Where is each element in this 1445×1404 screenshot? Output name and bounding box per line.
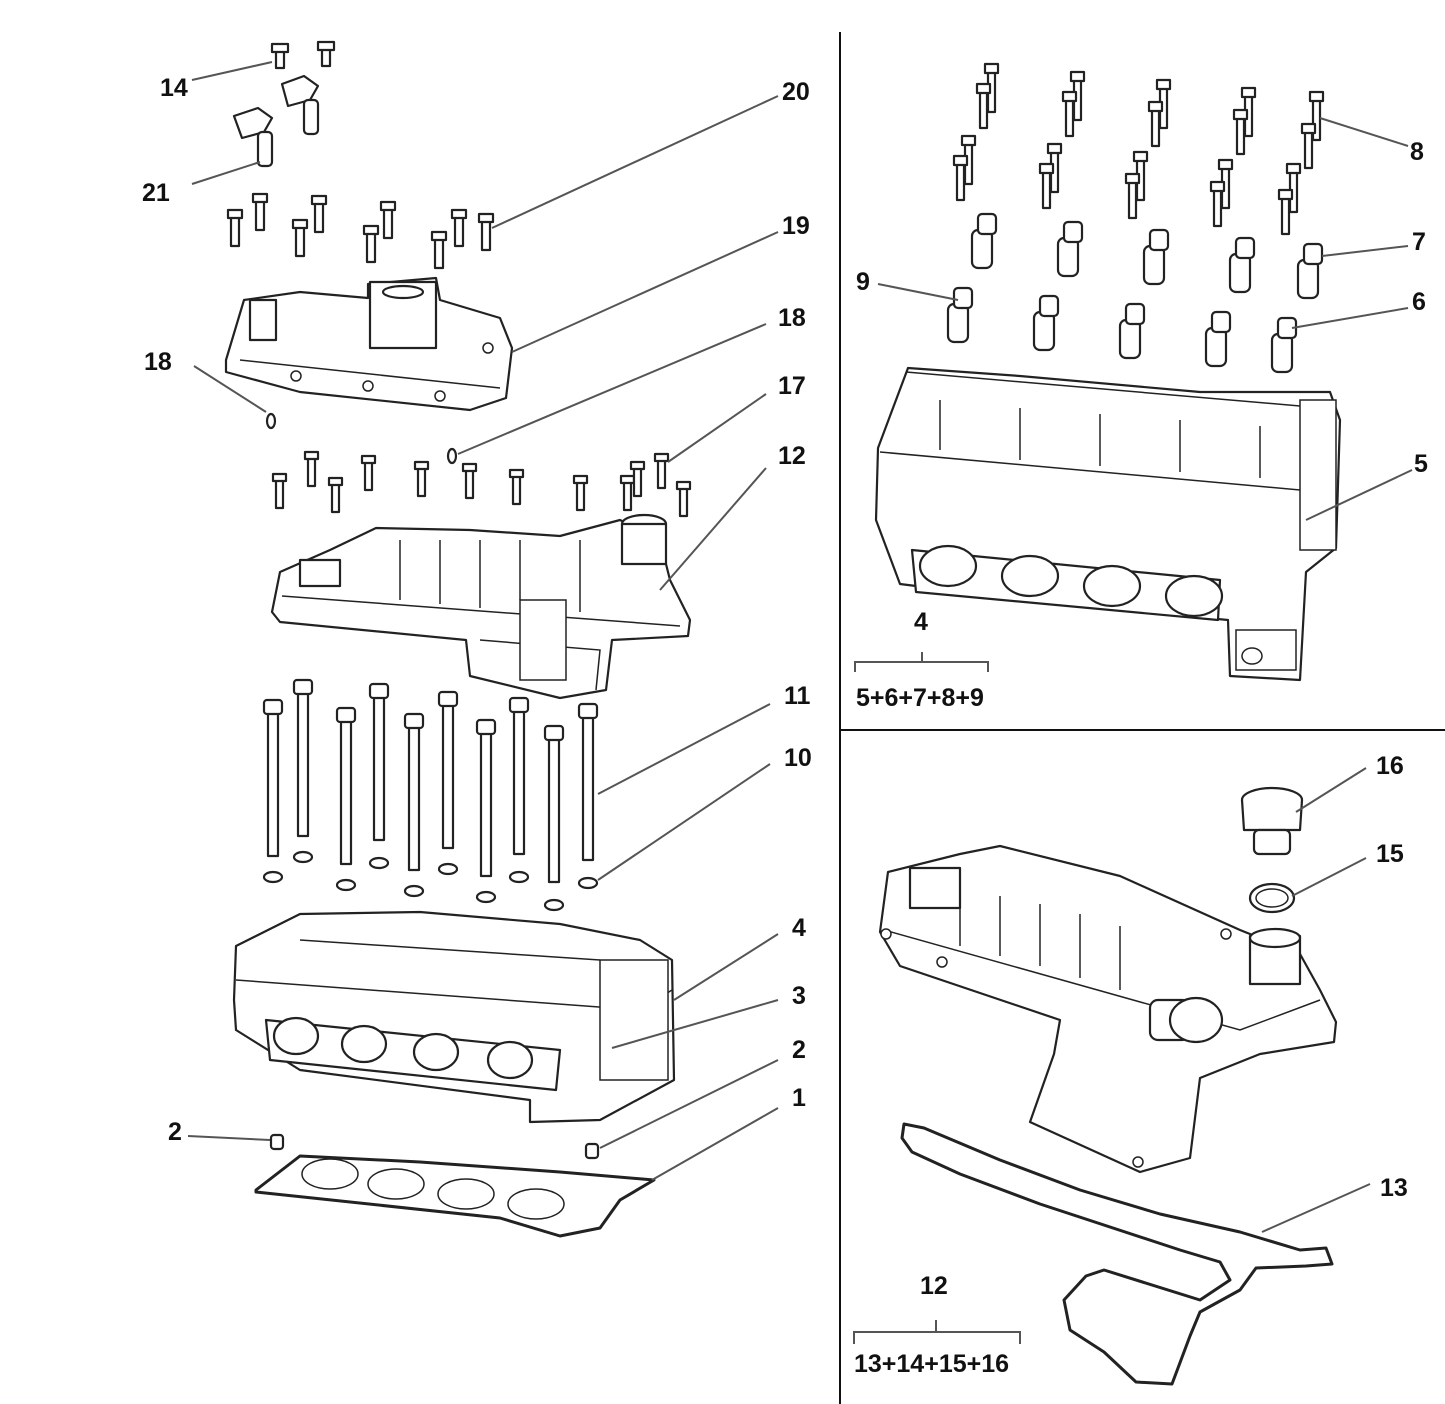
callout-9: 9: [856, 268, 870, 296]
kit-bracket-top: [854, 652, 989, 672]
seal-ring-inner: [1255, 888, 1289, 908]
callout-20: 20: [782, 78, 810, 106]
leader-17: [667, 393, 767, 463]
callout-1: 1: [792, 1084, 806, 1112]
leader-16: [1295, 767, 1367, 813]
leader-19: [511, 231, 779, 353]
kit-bracket-bottom: [853, 1320, 1021, 1344]
callout-21: 21: [142, 179, 170, 207]
callout-13: 13: [1380, 1174, 1408, 1202]
callout-18-right: 18: [778, 304, 806, 332]
callout-4: 4: [792, 914, 806, 942]
left-panel: 14 21 20 19 18 18 17 12 11 10 4 3 2 1 2: [142, 40, 812, 1238]
o-ring-left: [265, 412, 277, 430]
callout-14: 14: [160, 74, 188, 102]
leader-20: [491, 95, 779, 229]
leader-11: [597, 703, 771, 795]
callout-7: 7: [1412, 228, 1426, 256]
callout-12-detail: 12: [920, 1272, 948, 1300]
cam-bolts: [952, 62, 1325, 236]
bottom-right-panel: 16 15 13 12 13+14+15+16: [853, 752, 1408, 1386]
cover-gasket: [900, 1122, 1334, 1386]
leader-18b: [457, 323, 767, 455]
leader-5: [1305, 469, 1413, 521]
valve-cover: [270, 513, 692, 700]
leader-14: [191, 61, 273, 81]
callout-10: 10: [784, 744, 812, 772]
o-ring-right: [446, 447, 458, 465]
lifters-rear: [970, 212, 1324, 300]
callout-2-right: 2: [792, 1036, 806, 1064]
leader-4: [673, 933, 779, 1001]
callout-11: 11: [784, 682, 811, 710]
callout-17: 17: [778, 372, 806, 400]
leader-8: [1319, 117, 1409, 147]
valve-cover-detail: [878, 844, 1338, 1174]
upper-cover: [224, 276, 514, 412]
leader-2b: [599, 1059, 779, 1149]
leader-9: [877, 283, 959, 301]
kit-label-bottom: 13+14+15+16: [854, 1350, 1009, 1378]
callout-8: 8: [1410, 138, 1424, 166]
dowel-left: [269, 1133, 285, 1151]
leader-1: [651, 1107, 779, 1181]
cover-bolts-middle: [271, 450, 692, 518]
top-right-panel: 8 7 9 6 5 4 5+6+7+8+9: [854, 62, 1428, 712]
cylinder-head: [232, 910, 676, 1124]
callout-18-left: 18: [144, 348, 172, 376]
oil-filler-cap: [1240, 786, 1304, 856]
leader-7: [1321, 245, 1409, 257]
callout-5: 5: [1414, 450, 1428, 478]
head-gasket: [254, 1154, 656, 1238]
dowel-right: [584, 1142, 600, 1160]
leader-6: [1291, 307, 1409, 329]
callout-2-left: 2: [168, 1118, 182, 1146]
callout-12: 12: [778, 442, 806, 470]
leader-21: [191, 161, 261, 185]
sensor-bolts: [270, 40, 336, 70]
leader-15: [1291, 857, 1367, 897]
callout-4-detail: 4: [914, 608, 928, 636]
lifters-front: [946, 286, 1298, 374]
callout-6: 6: [1412, 288, 1426, 316]
washers: [262, 850, 599, 912]
cylinder-head-detail: [874, 366, 1342, 682]
leader-18a: [193, 365, 267, 413]
cover-bolts-upper: [226, 192, 495, 270]
kit-label-top: 5+6+7+8+9: [856, 684, 984, 712]
leader-12: [659, 467, 767, 591]
callout-19: 19: [782, 212, 810, 240]
head-bolts: [262, 678, 599, 884]
leader-3: [611, 999, 779, 1049]
camshaft-sensors: [232, 74, 320, 168]
leader-13: [1261, 1183, 1371, 1233]
leader-10: [597, 763, 771, 881]
callout-15: 15: [1376, 840, 1404, 868]
leader-2a: [187, 1135, 271, 1141]
callout-3: 3: [792, 982, 806, 1010]
callout-16: 16: [1376, 752, 1404, 780]
